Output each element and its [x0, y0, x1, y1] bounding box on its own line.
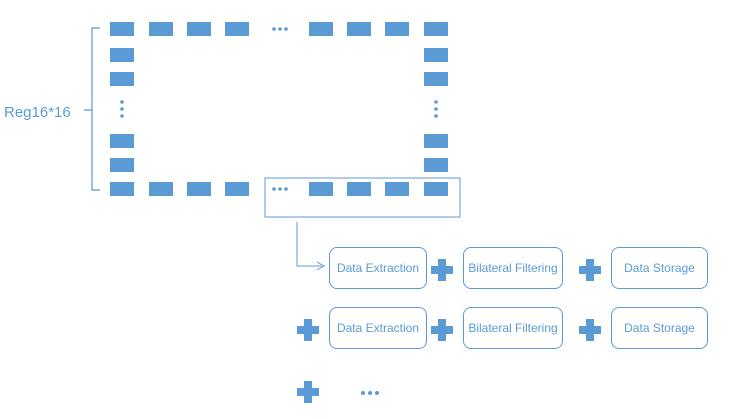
plus-icon [431, 259, 453, 281]
register-cell [424, 134, 448, 148]
bottom-row-selection [264, 177, 461, 218]
register-cell [385, 22, 409, 36]
pipeline-more-text: ··· [357, 382, 371, 398]
register-cell [149, 182, 173, 196]
register-cell [424, 48, 448, 62]
plus-icon [579, 259, 601, 281]
register-cell [424, 22, 448, 36]
register-cell [110, 134, 134, 148]
plus-icon [579, 319, 601, 341]
plus-icon [297, 381, 319, 403]
stage-data-extraction-2: Data Extraction [329, 307, 427, 349]
register-top-row [110, 22, 448, 36]
register-ellipsis-text: ··· [268, 16, 282, 32]
register-cell [385, 182, 409, 196]
stage-data-storage-1: Data Storage [611, 247, 708, 289]
register-right-column [424, 48, 448, 172]
register-cell [424, 72, 448, 86]
register-cell [347, 182, 371, 196]
register-cell [187, 182, 211, 196]
pipeline-more-dots [361, 391, 379, 395]
register-brace [84, 27, 100, 191]
stage-data-extraction-1: Data Extraction [329, 247, 427, 289]
plus-icon [431, 319, 453, 341]
register-cell [309, 22, 333, 36]
register-ellipsis-dots [120, 27, 438, 191]
register-cell [149, 22, 173, 36]
stage-data-storage-2: Data Storage [611, 307, 708, 349]
register-bottom-row [110, 182, 448, 196]
register-cell [225, 22, 249, 36]
register-ellipsis-vertical-text: ⋮ [118, 96, 132, 113]
register-cell [347, 22, 371, 36]
register-cell [187, 22, 211, 36]
connector-arrow [296, 222, 322, 267]
register-cell [110, 158, 134, 172]
register-cell [110, 22, 134, 36]
register-cell [424, 182, 448, 196]
stage-bilateral-filtering-1: Bilateral Filtering [463, 247, 563, 289]
register-left-column [110, 48, 134, 172]
register-label: Reg16*16 [4, 104, 71, 121]
register-cell [110, 48, 134, 62]
register-cell [110, 72, 134, 86]
plus-icon [297, 319, 319, 341]
register-cell [110, 182, 134, 196]
stage-bilateral-filtering-2: Bilateral Filtering [463, 307, 563, 349]
register-cell [225, 182, 249, 196]
register-cell [424, 158, 448, 172]
register-cell [309, 182, 333, 196]
